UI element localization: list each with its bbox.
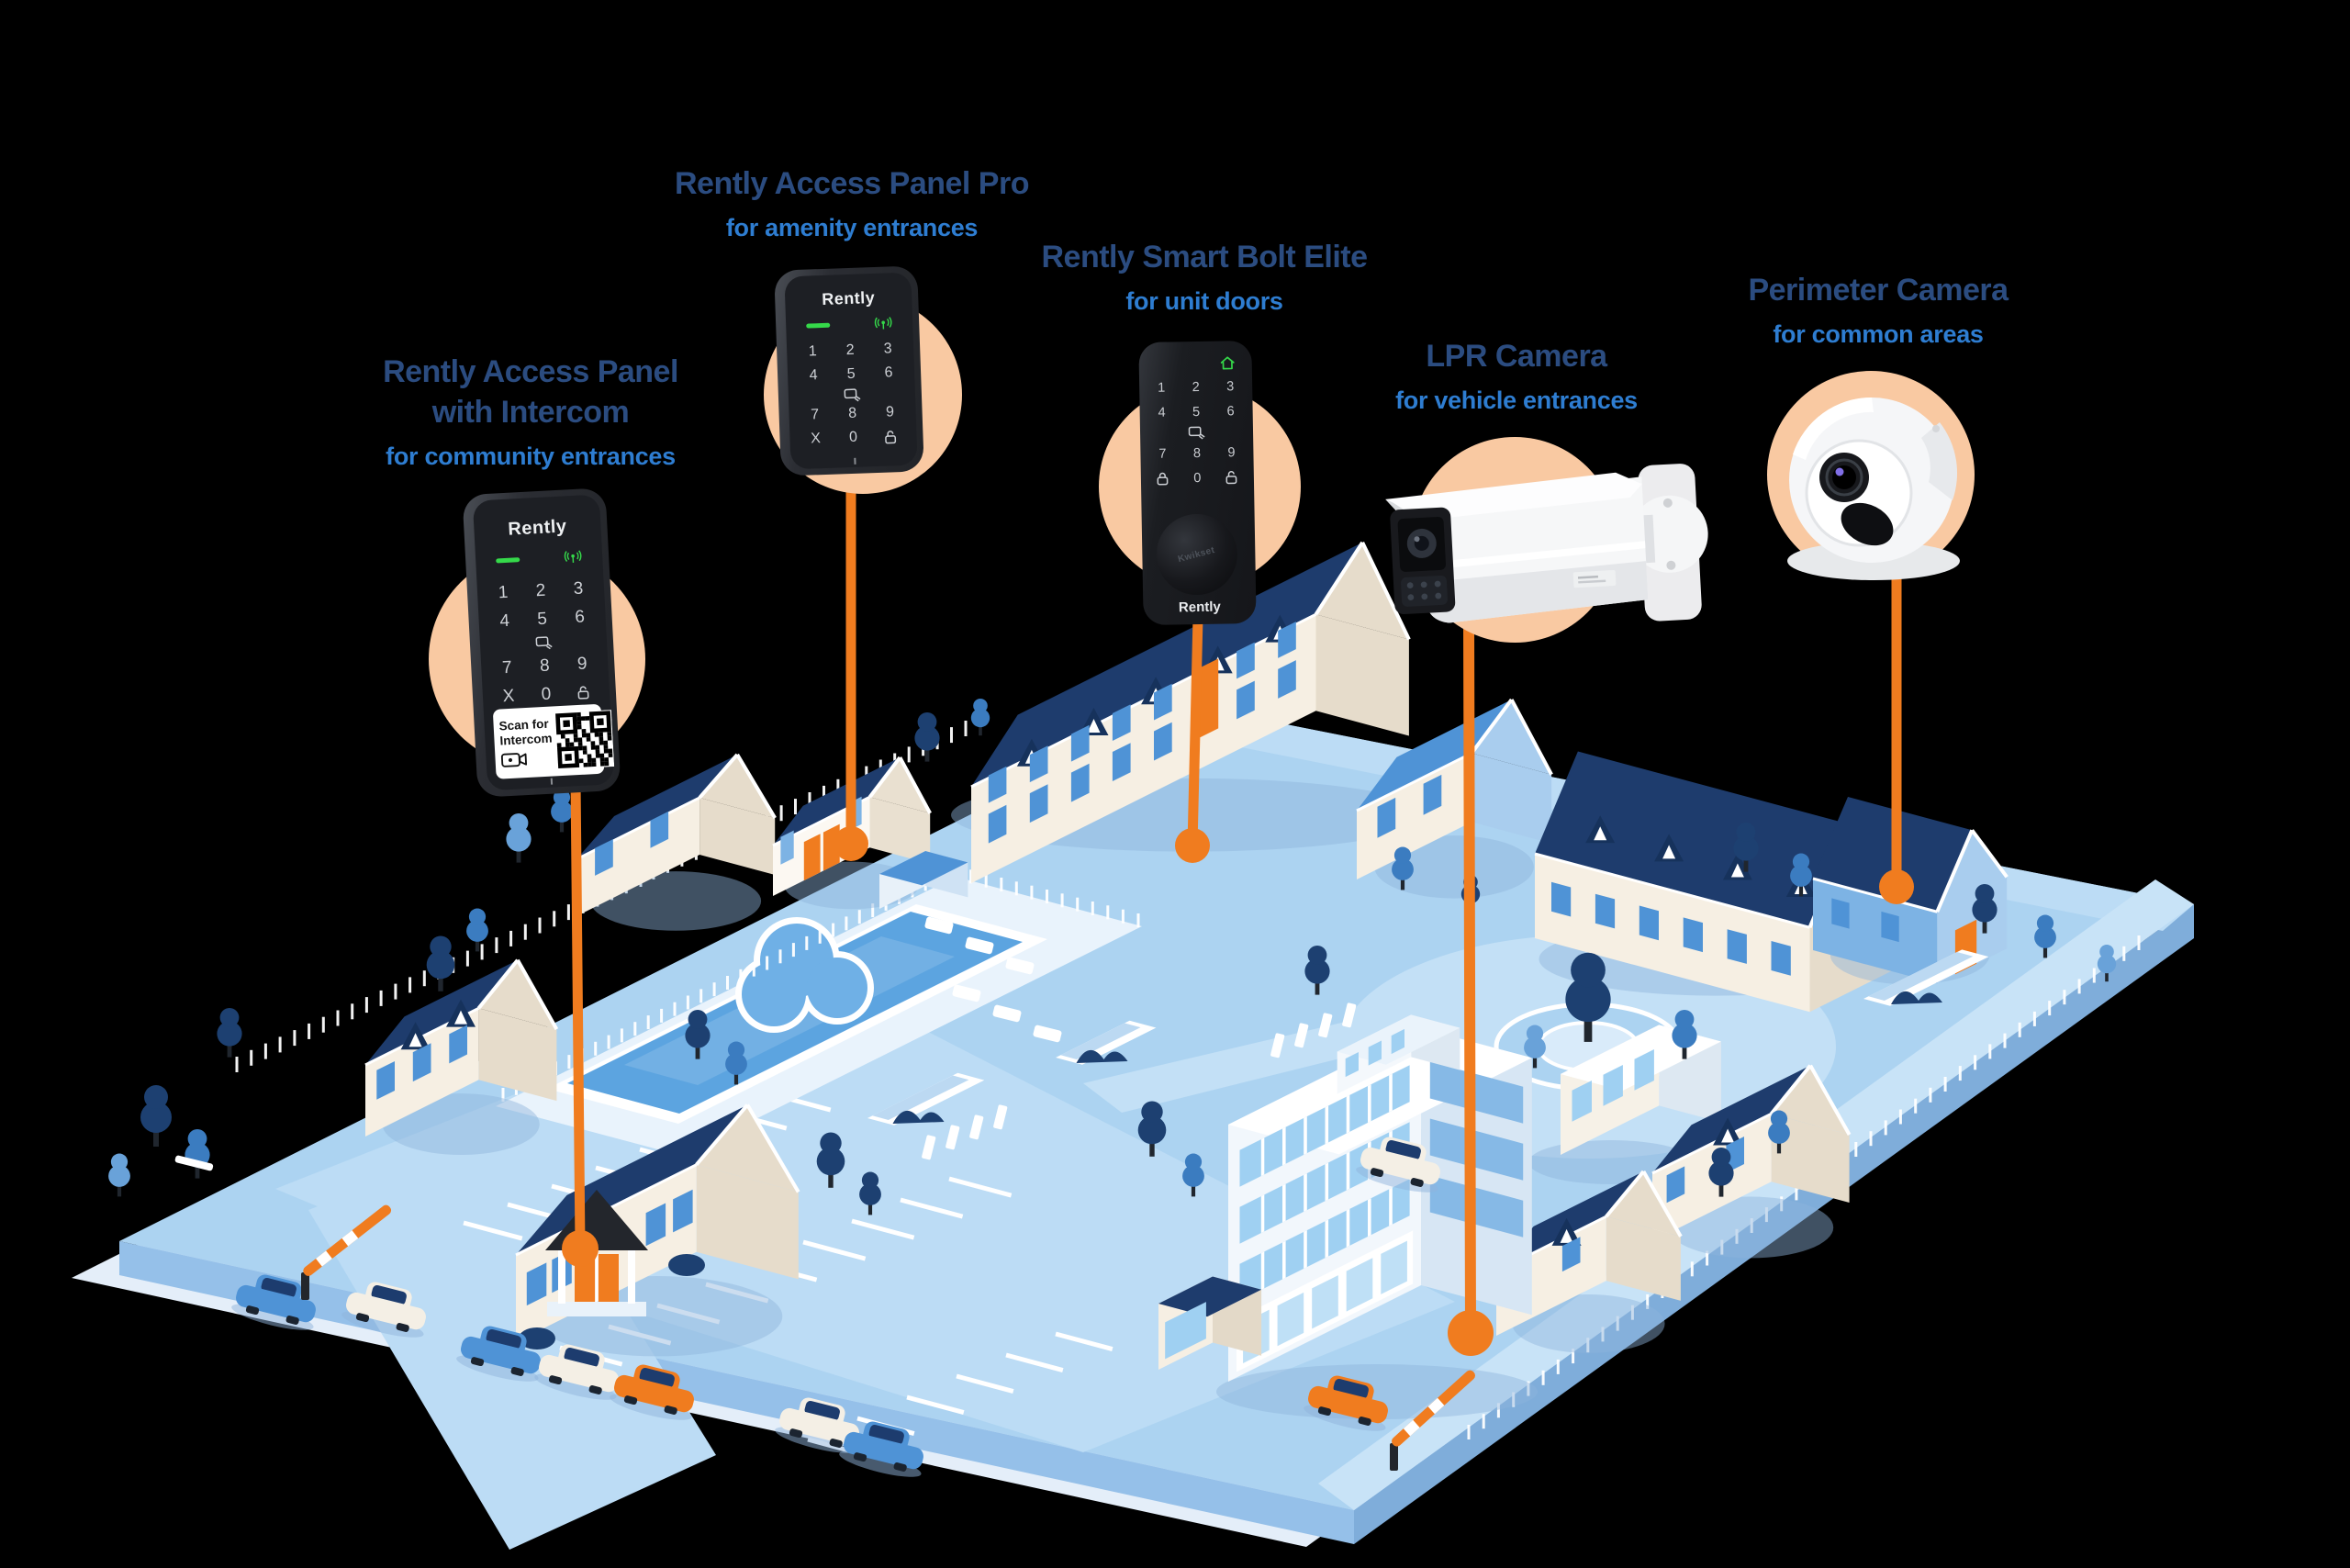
indicator-row [786, 316, 912, 334]
key-1: 1 [1157, 380, 1166, 396]
key-6: 6 [1226, 403, 1235, 419]
label-lpr-camera: LPR Camera for vehicle entrances [1278, 336, 1755, 415]
product-subtitle: for vehicle entrances [1395, 386, 1638, 414]
label-access-panel-pro: Rently Access Panel Pro for amenity entr… [613, 163, 1091, 242]
product-title: Rently Smart Bolt Elite [1041, 240, 1368, 274]
key-9: 9 [885, 404, 895, 420]
unlock-icon [576, 684, 591, 700]
unlock-icon [883, 429, 899, 445]
key-8: 8 [1192, 445, 1202, 461]
key-7: 7 [810, 407, 820, 423]
scan-label-text: Scan for Intercom [498, 716, 554, 769]
product-subtitle: for unit doors [1125, 287, 1283, 315]
product-title: Perimeter Camera [1748, 273, 2009, 308]
key-0: 0 [848, 429, 858, 446]
camera-label [1572, 570, 1617, 588]
key-3: 3 [573, 578, 584, 599]
label-access-panel-intercom: Rently Access Panel with Intercom for co… [292, 352, 769, 471]
rently-logo: Rently [1178, 599, 1221, 616]
kwikset-logo: Kwikset [1176, 544, 1216, 565]
key-5: 5 [536, 609, 548, 629]
green-dash-indicator [496, 557, 520, 564]
label-perimeter-camera: Perimeter Camera for common areas [1639, 270, 2117, 349]
ir-sensor [1841, 502, 1894, 546]
green-dash-indicator [806, 322, 831, 329]
key-4: 4 [1158, 405, 1166, 420]
video-camera-icon [500, 748, 554, 769]
keypad-row [1140, 423, 1253, 442]
key-5: 5 [1192, 404, 1201, 420]
product-subtitle: for amenity entrances [725, 214, 979, 241]
scan-label-line1: Scan for [498, 716, 550, 734]
key-3: 3 [1225, 378, 1235, 394]
key-X: X [810, 431, 822, 447]
indicator-row [476, 548, 603, 568]
camera-sunshade [1385, 472, 1642, 522]
keypad: 1 2 3 4 5 6 7 8 9 0 [1139, 374, 1254, 491]
card-icon [843, 386, 861, 402]
product-title: Rently Access Panel Pro [675, 166, 1029, 201]
keypad-row: 1 2 3 [1139, 374, 1252, 400]
label-smart-bolt-elite: Rently Smart Bolt Elite for unit doors [966, 237, 1443, 316]
key-6: 6 [884, 364, 893, 381]
key-5: 5 [846, 365, 856, 383]
card-icon [534, 634, 553, 650]
key-6: 6 [574, 607, 586, 627]
device-perimeter-camera [1787, 397, 1960, 580]
key-9: 9 [576, 653, 588, 674]
key-3: 3 [883, 341, 892, 357]
keypad-row: 7 8 9 [1140, 440, 1253, 466]
antenna-icon [874, 316, 893, 330]
card-icon [1188, 425, 1205, 440]
keypad-row: 0 [1141, 465, 1254, 491]
key-8: 8 [539, 655, 551, 676]
keypad-row [789, 385, 916, 405]
product-subtitle: for community entrances [386, 442, 676, 470]
key-0: 0 [1193, 470, 1202, 486]
unlock-icon [1225, 469, 1239, 485]
key-2: 2 [535, 580, 546, 600]
device-smart-bolt-elite: 1 2 3 4 5 6 7 8 9 0 Kwikset Rently [1138, 340, 1257, 626]
mic-slit [550, 778, 554, 785]
lock-icon [1156, 471, 1170, 487]
key-4: 4 [809, 367, 818, 384]
product-title-line2: with Intercom [431, 395, 630, 430]
key-2: 2 [1192, 379, 1200, 395]
key-7: 7 [1158, 446, 1167, 462]
home-icon [1220, 355, 1236, 370]
key-4: 4 [498, 610, 510, 631]
key-8: 8 [847, 405, 857, 422]
key-2: 2 [845, 342, 855, 359]
scan-for-intercom-label: Scan for Intercom [492, 703, 615, 779]
product-title: Rently Access Panel [383, 354, 678, 389]
key-7: 7 [501, 657, 513, 678]
key-X: X [502, 686, 515, 706]
antenna-icon [564, 550, 583, 565]
key-0: 0 [541, 684, 552, 704]
rently-logo: Rently [821, 287, 876, 308]
device-lpr-camera [1385, 464, 1708, 623]
keypad-row: 4 5 6 [1139, 398, 1252, 425]
scan-label-line2: Intercom [499, 731, 553, 748]
key-1: 1 [498, 582, 509, 602]
product-subtitle: for common areas [1773, 320, 1984, 348]
mic-slit [854, 457, 856, 465]
key-9: 9 [1227, 444, 1236, 460]
key-1: 1 [808, 343, 817, 360]
rently-logo: Rently [507, 516, 568, 540]
product-title: LPR Camera [1426, 339, 1607, 374]
keypad-row [480, 630, 608, 655]
deadbolt-knob: Kwikset [1155, 513, 1237, 596]
qr-code [554, 710, 615, 770]
